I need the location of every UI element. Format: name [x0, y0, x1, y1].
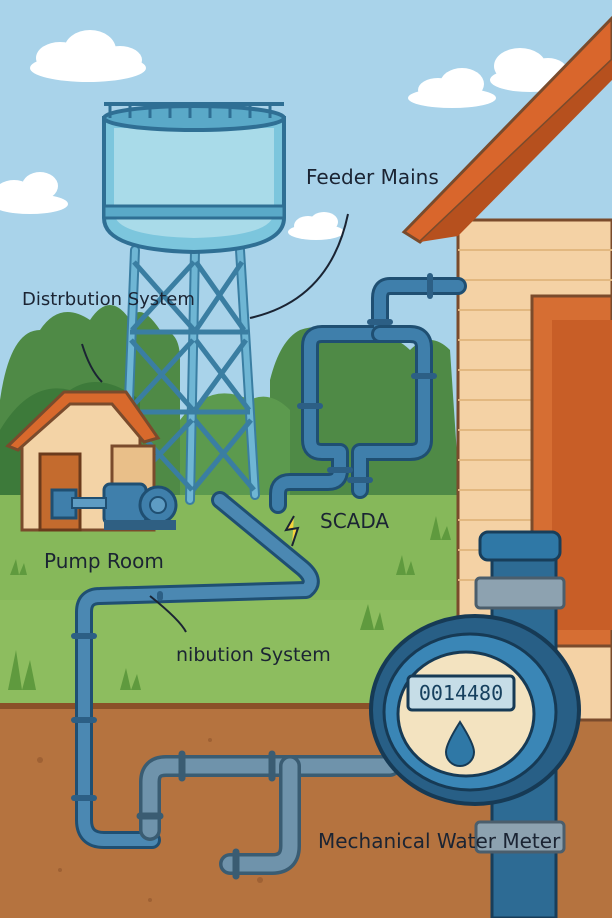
label-distribution-system-top: Distrbution System: [22, 289, 195, 310]
underground-pipes: [136, 750, 401, 880]
callout-lines: [81, 213, 349, 633]
label-mechanical-water-meter: Mechanical Water Meter: [318, 829, 561, 853]
cloud-small: [288, 212, 344, 240]
label-distribution-system-mid: nibution System: [176, 644, 331, 666]
water-meter: [369, 530, 581, 918]
cloud-center: [408, 68, 496, 108]
distribution-pipe: [71, 491, 320, 849]
label-pump-room: Pump Room: [44, 549, 164, 573]
meter-display: [406, 674, 516, 712]
feeder-main-pipes: [269, 273, 467, 514]
cloud-left: [30, 30, 146, 82]
label-scada: SCADA: [320, 509, 390, 533]
lightning-icon: [284, 515, 300, 547]
water-drop-icon: [444, 720, 476, 767]
pump-icon: [50, 482, 178, 530]
cloud-lower-left: [0, 172, 68, 214]
pump-room-building: [5, 390, 178, 532]
meter-reading: 0014480: [418, 681, 504, 705]
label-feeder-mains: Feeder Mains: [306, 165, 439, 189]
water-tower: [102, 102, 286, 505]
soil-edge: [0, 703, 612, 709]
